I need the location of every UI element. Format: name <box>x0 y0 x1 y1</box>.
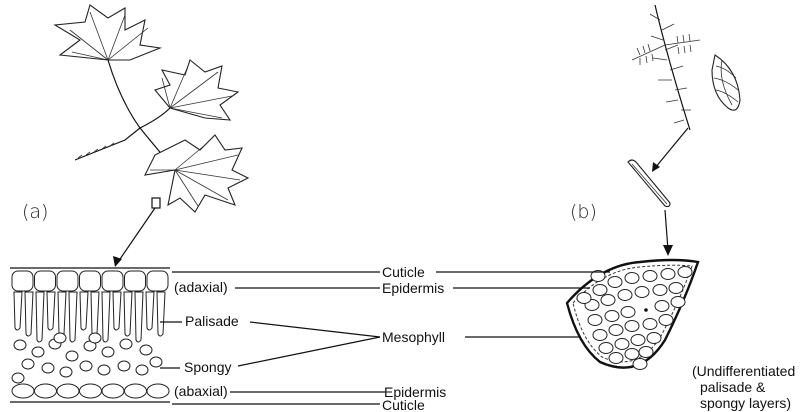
needle-mesophyll-cell <box>625 321 639 332</box>
palisade-label: Palisade <box>185 313 239 329</box>
lower-epidermis-cell <box>125 384 147 398</box>
upper-epidermis-cell <box>57 271 78 291</box>
mesophyll-label: Mesophyll <box>382 329 445 345</box>
panel-a-label: (a) <box>22 201 48 223</box>
palisade-cell <box>124 292 132 336</box>
needle-mesophyll-cell <box>609 353 623 364</box>
needle-mesophyll-cell <box>577 293 591 304</box>
spongy-cell <box>54 333 66 343</box>
conifer-sprig-illustration <box>628 5 740 256</box>
palisade-cell <box>25 292 33 336</box>
palisade-cell <box>102 292 110 342</box>
needle-mesophyll-cell <box>643 319 657 330</box>
lower-epidermis-cell <box>57 384 79 398</box>
spongy-cell <box>136 365 148 375</box>
needle-mesophyll-cell <box>599 343 613 354</box>
needle-mesophyll-cell <box>659 315 673 326</box>
needle-mesophyll-cell <box>621 307 635 318</box>
palisade-cell <box>146 292 154 330</box>
palisade-cell <box>91 292 99 336</box>
spongy-label: Spongy <box>184 359 231 375</box>
needle-mesophyll-cell <box>593 285 607 296</box>
lower-epidermis-cell <box>80 384 102 398</box>
upper-epidermis-cell <box>80 271 101 291</box>
spongy-cell <box>60 367 72 377</box>
broadleaf-sprig-illustration <box>55 5 248 267</box>
undifferentiated-label-line1: (Undifferentiated <box>692 363 795 379</box>
needle-mesophyll-cell <box>625 349 639 360</box>
spongy-cell <box>42 363 54 373</box>
lower-epidermis-cell <box>147 384 169 398</box>
spongy-cell <box>150 357 162 367</box>
needle-mesophyll-cell <box>593 330 607 341</box>
needle-mesophyll-cell <box>653 285 667 296</box>
spongy-cell <box>140 345 152 355</box>
needle-mesophyll-cell <box>669 283 683 294</box>
spongy-cell <box>22 359 34 369</box>
needle-mesophyll-cell <box>643 271 657 282</box>
palisade-cell <box>157 292 165 336</box>
needle-mesophyll-cell <box>655 301 669 312</box>
needle-mesophyll-cell <box>609 325 623 336</box>
conifer-needle-cross-section <box>567 260 698 370</box>
spongy-cell <box>32 347 44 357</box>
needle-mesophyll-cell <box>588 315 602 326</box>
needle-mesophyll-cell <box>647 333 661 344</box>
spongy-cell <box>80 361 92 371</box>
spongy-cell <box>98 365 110 375</box>
spongy-cell <box>120 339 132 349</box>
palisade-cell <box>113 292 121 330</box>
needle-mesophyll-cell <box>633 359 647 370</box>
palisade-cell <box>36 292 44 342</box>
broadleaf-cross-section <box>10 268 170 402</box>
lower-epidermis-cell <box>35 384 57 398</box>
panel-b-label: (b) <box>570 201 597 223</box>
needle-mesophyll-cell <box>615 339 629 350</box>
palisade-cell <box>80 292 88 330</box>
undifferentiated-label-line2: palisade & <box>700 379 766 395</box>
spongy-cell <box>66 351 78 361</box>
palisade-cell <box>135 292 143 342</box>
palisade-cell <box>14 292 22 330</box>
adaxial-label: (adaxial) <box>174 279 228 295</box>
lower-epidermis-cell <box>12 384 34 398</box>
spongy-cell <box>14 340 26 350</box>
palisade-cell <box>47 292 55 330</box>
upper-epidermis-cell <box>125 271 146 291</box>
cuticle-bottom-label: Cuticle <box>382 397 425 412</box>
needle-mesophyll-cell <box>678 267 692 278</box>
palisade-cell <box>69 292 77 342</box>
needle-mesophyll-cell <box>625 273 639 284</box>
needle-mesophyll-cell <box>635 287 649 298</box>
palisade-cell <box>58 292 66 336</box>
undifferentiated-label-line3: spongy layers) <box>700 395 791 411</box>
needle-mesophyll-cell <box>639 347 653 358</box>
spongy-cell <box>118 361 130 371</box>
needle-mesophyll-cell <box>631 335 645 346</box>
spongy-cell <box>12 373 24 383</box>
needle-mesophyll-cell <box>661 269 675 280</box>
upper-epidermis-cell <box>12 271 33 291</box>
needle-mesophyll-cell <box>608 277 622 288</box>
spongy-cell <box>102 347 114 357</box>
epidermis-top-label: Epidermis <box>382 280 444 296</box>
needle-mesophyll-cell <box>618 290 632 301</box>
needle-mesophyll-cell <box>601 295 615 306</box>
needle-mesophyll-cell <box>671 297 685 308</box>
needle-mesophyll-cell <box>605 311 619 322</box>
upper-epidermis-cell <box>35 271 56 291</box>
lower-epidermis-cell <box>102 384 124 398</box>
cuticle-top-label: Cuticle <box>382 264 425 280</box>
upper-epidermis-cell <box>102 271 123 291</box>
abaxial-label: (abaxial) <box>174 383 228 399</box>
upper-epidermis-cell <box>147 271 168 291</box>
spongy-cell <box>89 333 101 343</box>
